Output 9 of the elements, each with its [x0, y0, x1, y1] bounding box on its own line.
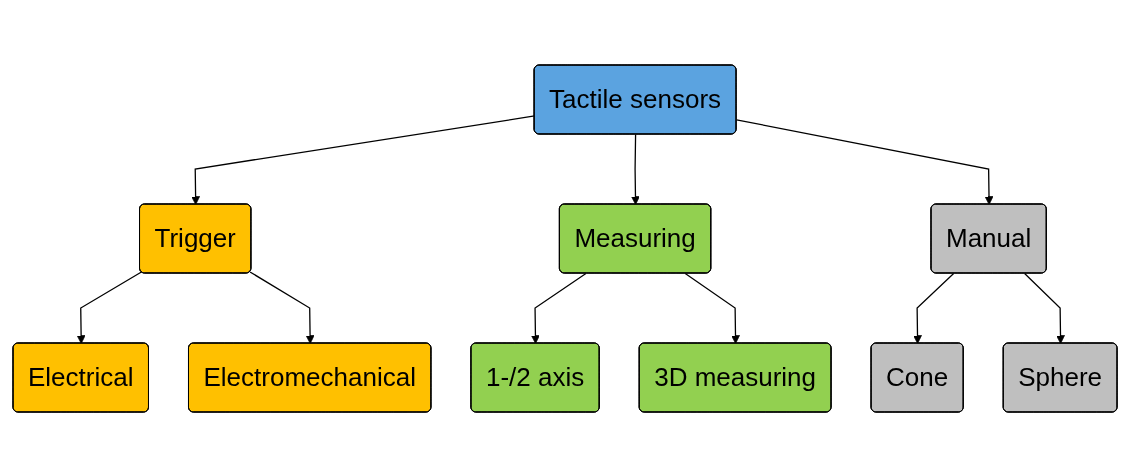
arrow — [685, 272, 741, 344]
arrow — [913, 272, 955, 344]
arrow — [631, 133, 641, 205]
arrow — [531, 272, 588, 344]
arrow — [736, 118, 994, 205]
arrow — [191, 114, 536, 205]
arrow — [1024, 272, 1066, 344]
arrow — [77, 270, 143, 344]
arrow — [249, 270, 315, 344]
